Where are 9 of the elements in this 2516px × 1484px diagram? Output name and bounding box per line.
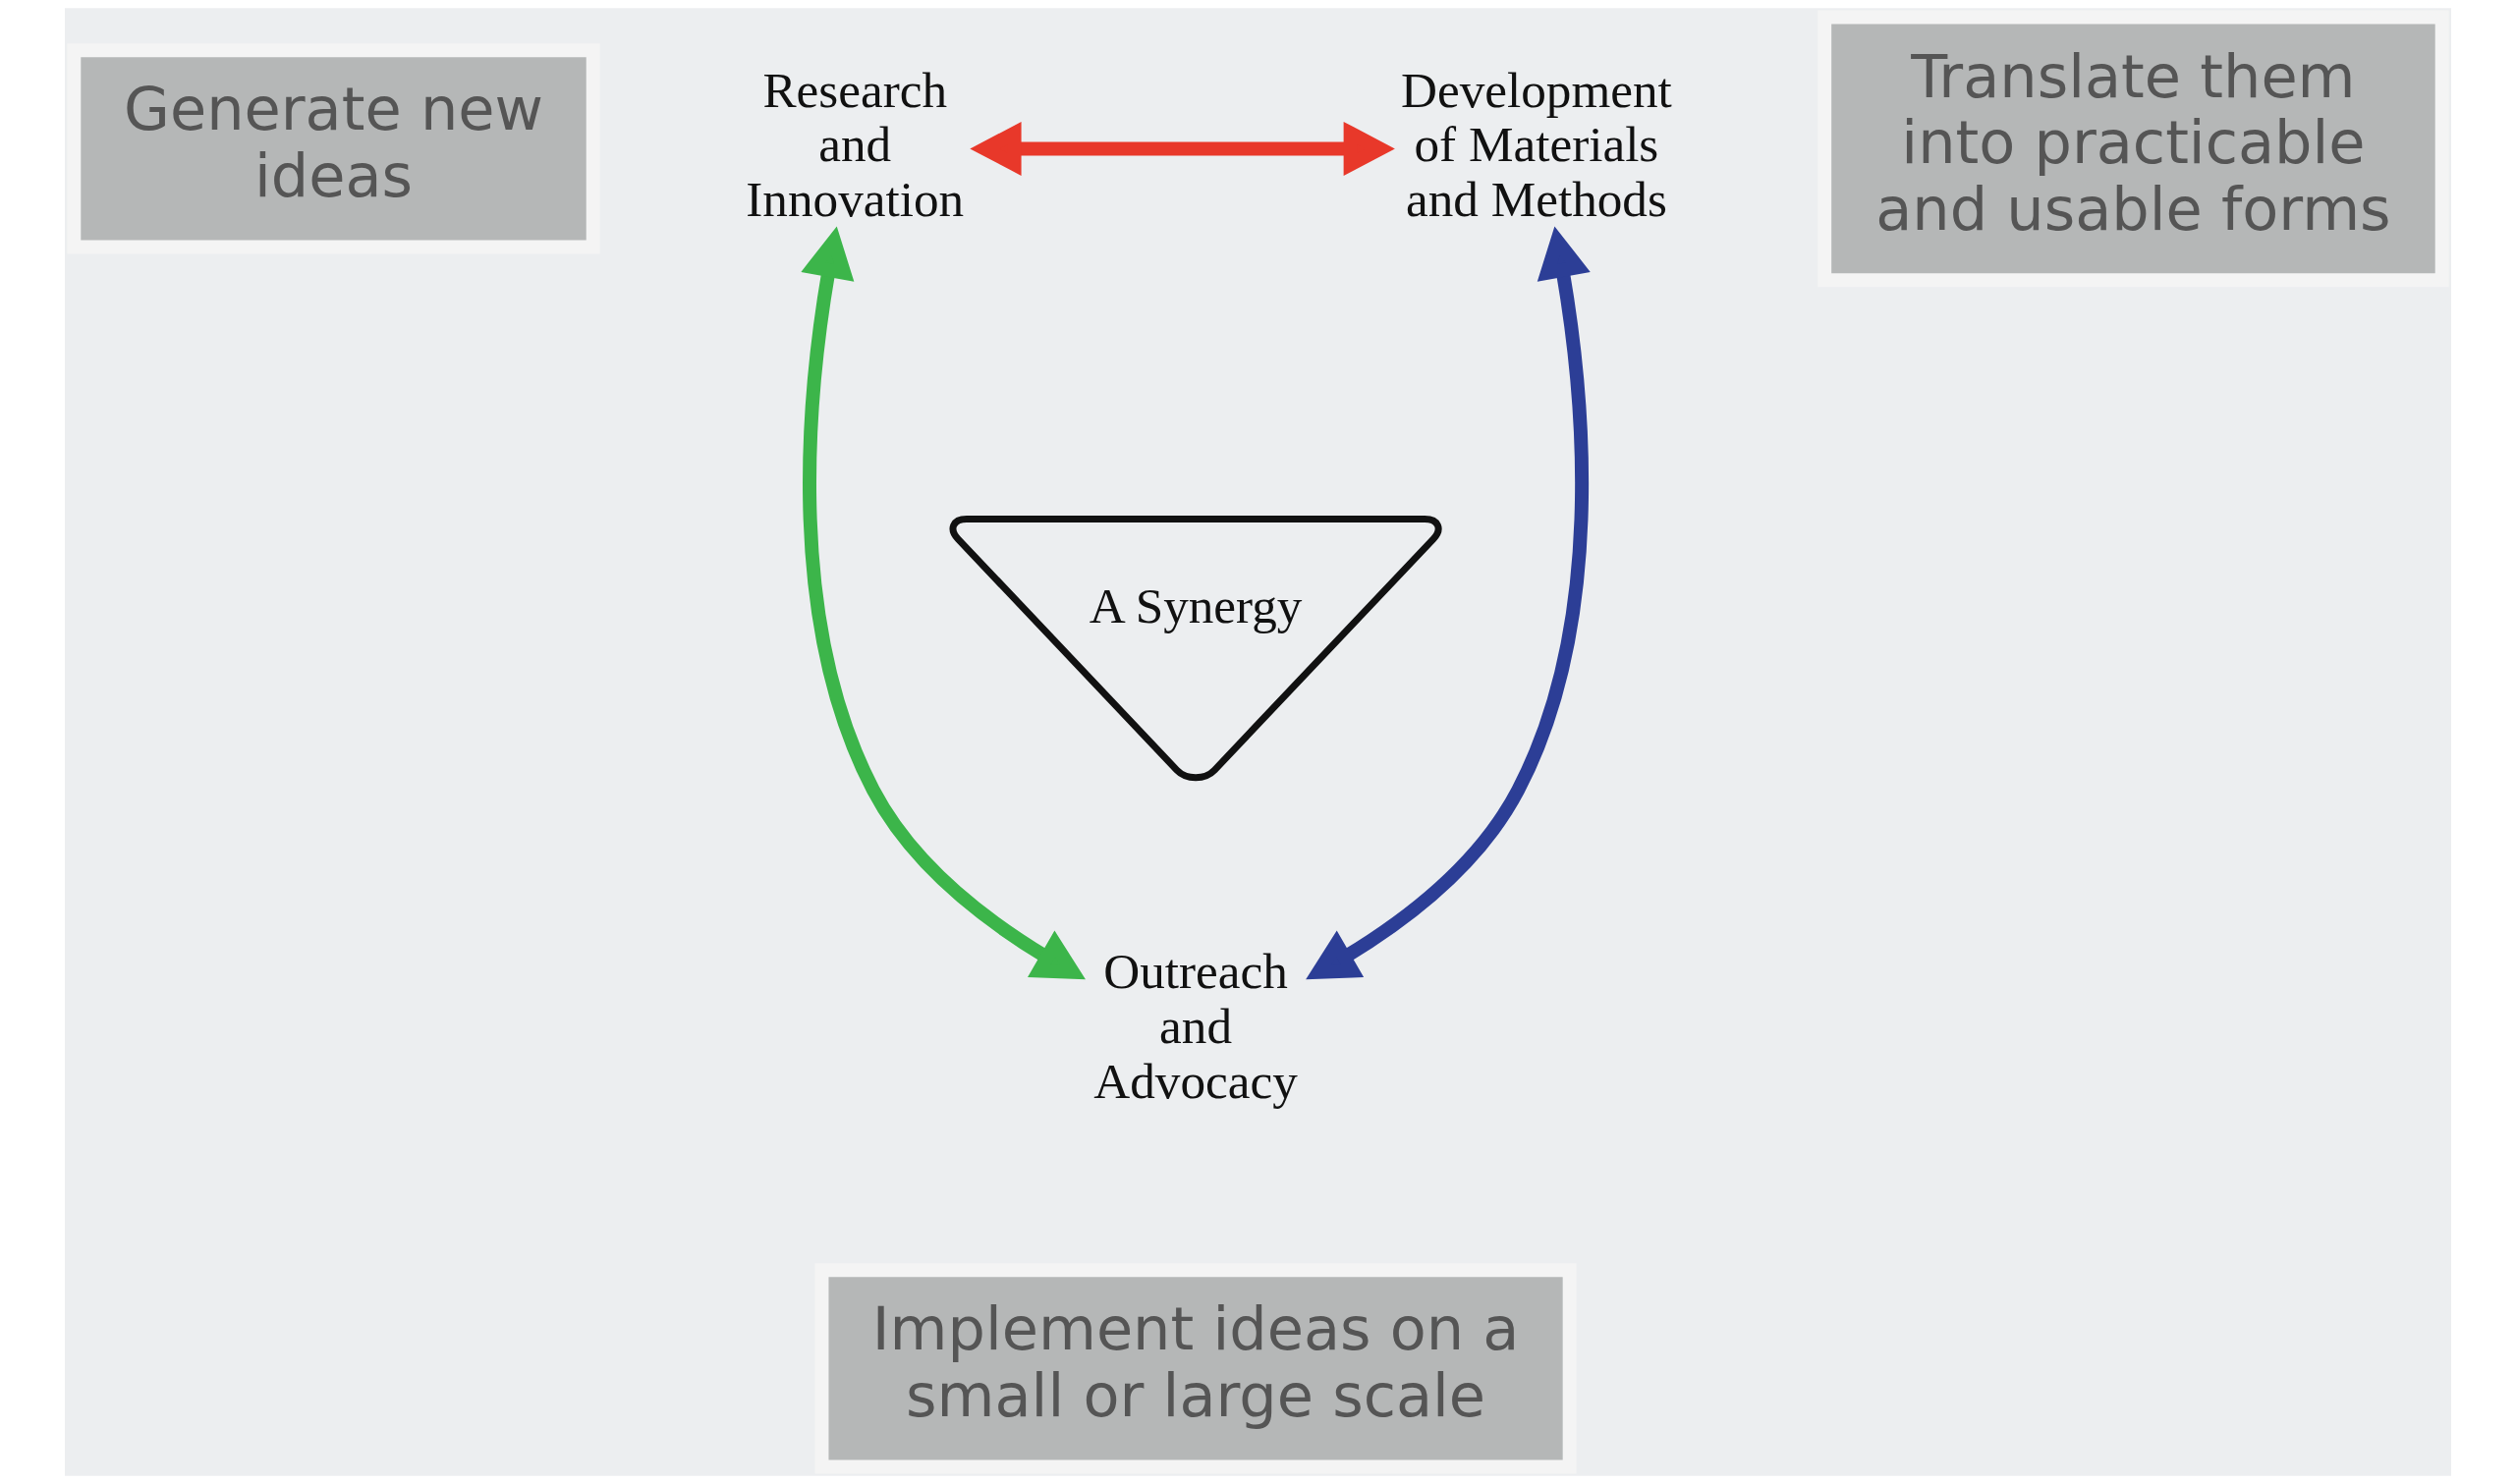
- arrow: [970, 122, 1395, 176]
- node-box: Implement ideas on a small or large scale: [814, 1263, 1577, 1474]
- node-text: Outreach and Advocacy: [1093, 942, 1298, 1109]
- node-box: Generate new ideas: [67, 43, 600, 254]
- arrow: [1306, 226, 1591, 980]
- node-text: Research and Innovation: [746, 61, 965, 228]
- node-text: Development of Materials and Methods: [1400, 61, 1672, 228]
- arrow: [801, 226, 1086, 980]
- node-box: Translate them into practicable and usable forms: [1817, 10, 2449, 288]
